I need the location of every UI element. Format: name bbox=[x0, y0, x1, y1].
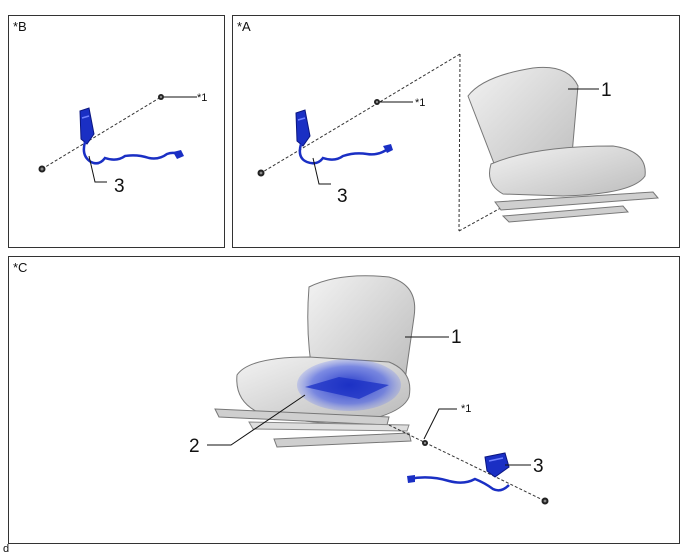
panel-a: *A *1 3 1 bbox=[232, 15, 680, 248]
harness-connector bbox=[383, 144, 393, 153]
seat-frame bbox=[248, 421, 410, 432]
panel-c-label: *C bbox=[13, 260, 28, 275]
panel-a-label: *A bbox=[237, 19, 251, 34]
bolt-icon bbox=[158, 94, 164, 100]
figure-code: d bbox=[3, 543, 10, 555]
seat-belt-buckle-icon bbox=[295, 109, 311, 147]
seat-rail bbox=[273, 432, 412, 448]
panel-b: *B *1 3 bbox=[8, 15, 225, 248]
seat-belt-buckle-icon bbox=[79, 107, 95, 145]
panel-c-illustration: *1 1 2 3 bbox=[189, 275, 549, 505]
wire-harness bbox=[82, 141, 182, 165]
panel-b-label: *B bbox=[13, 19, 27, 34]
panel-a-callout-note: *1 bbox=[415, 97, 425, 109]
panel-c-callout-cushion: 2 bbox=[189, 436, 200, 457]
harness-connector bbox=[173, 150, 184, 159]
panel-b-dashed-line bbox=[41, 96, 162, 170]
panel-a-callout-part: 3 bbox=[337, 186, 348, 207]
bolt-icon bbox=[374, 99, 380, 105]
wire-harness bbox=[298, 143, 390, 165]
panel-a-illustration: *1 3 1 bbox=[257, 53, 660, 232]
panel-b-illustration: *1 3 bbox=[38, 92, 207, 197]
panel-b-callout-part: 3 bbox=[114, 176, 125, 197]
panel-c-callout-note: *1 bbox=[461, 403, 471, 415]
bolt-icon bbox=[38, 165, 46, 173]
seat-rail bbox=[501, 205, 629, 223]
panel-b-callout-note: *1 bbox=[197, 92, 207, 104]
bolt-icon bbox=[257, 169, 265, 177]
panel-a-callout-seat: 1 bbox=[601, 80, 612, 101]
seat-rail bbox=[494, 191, 660, 211]
cushion-sensor-mat bbox=[305, 377, 389, 399]
seat-belt-buckle-icon bbox=[484, 452, 510, 478]
panel-c-callout-part: 3 bbox=[533, 456, 544, 477]
bolt-icon bbox=[541, 497, 549, 505]
seat-cushion bbox=[489, 145, 646, 197]
wire-harness bbox=[408, 476, 510, 492]
panel-c-callout-seat: 1 bbox=[451, 327, 462, 348]
panel-c: *C bbox=[8, 256, 680, 544]
harness-connector bbox=[407, 475, 415, 483]
bolt-icon bbox=[422, 440, 428, 446]
